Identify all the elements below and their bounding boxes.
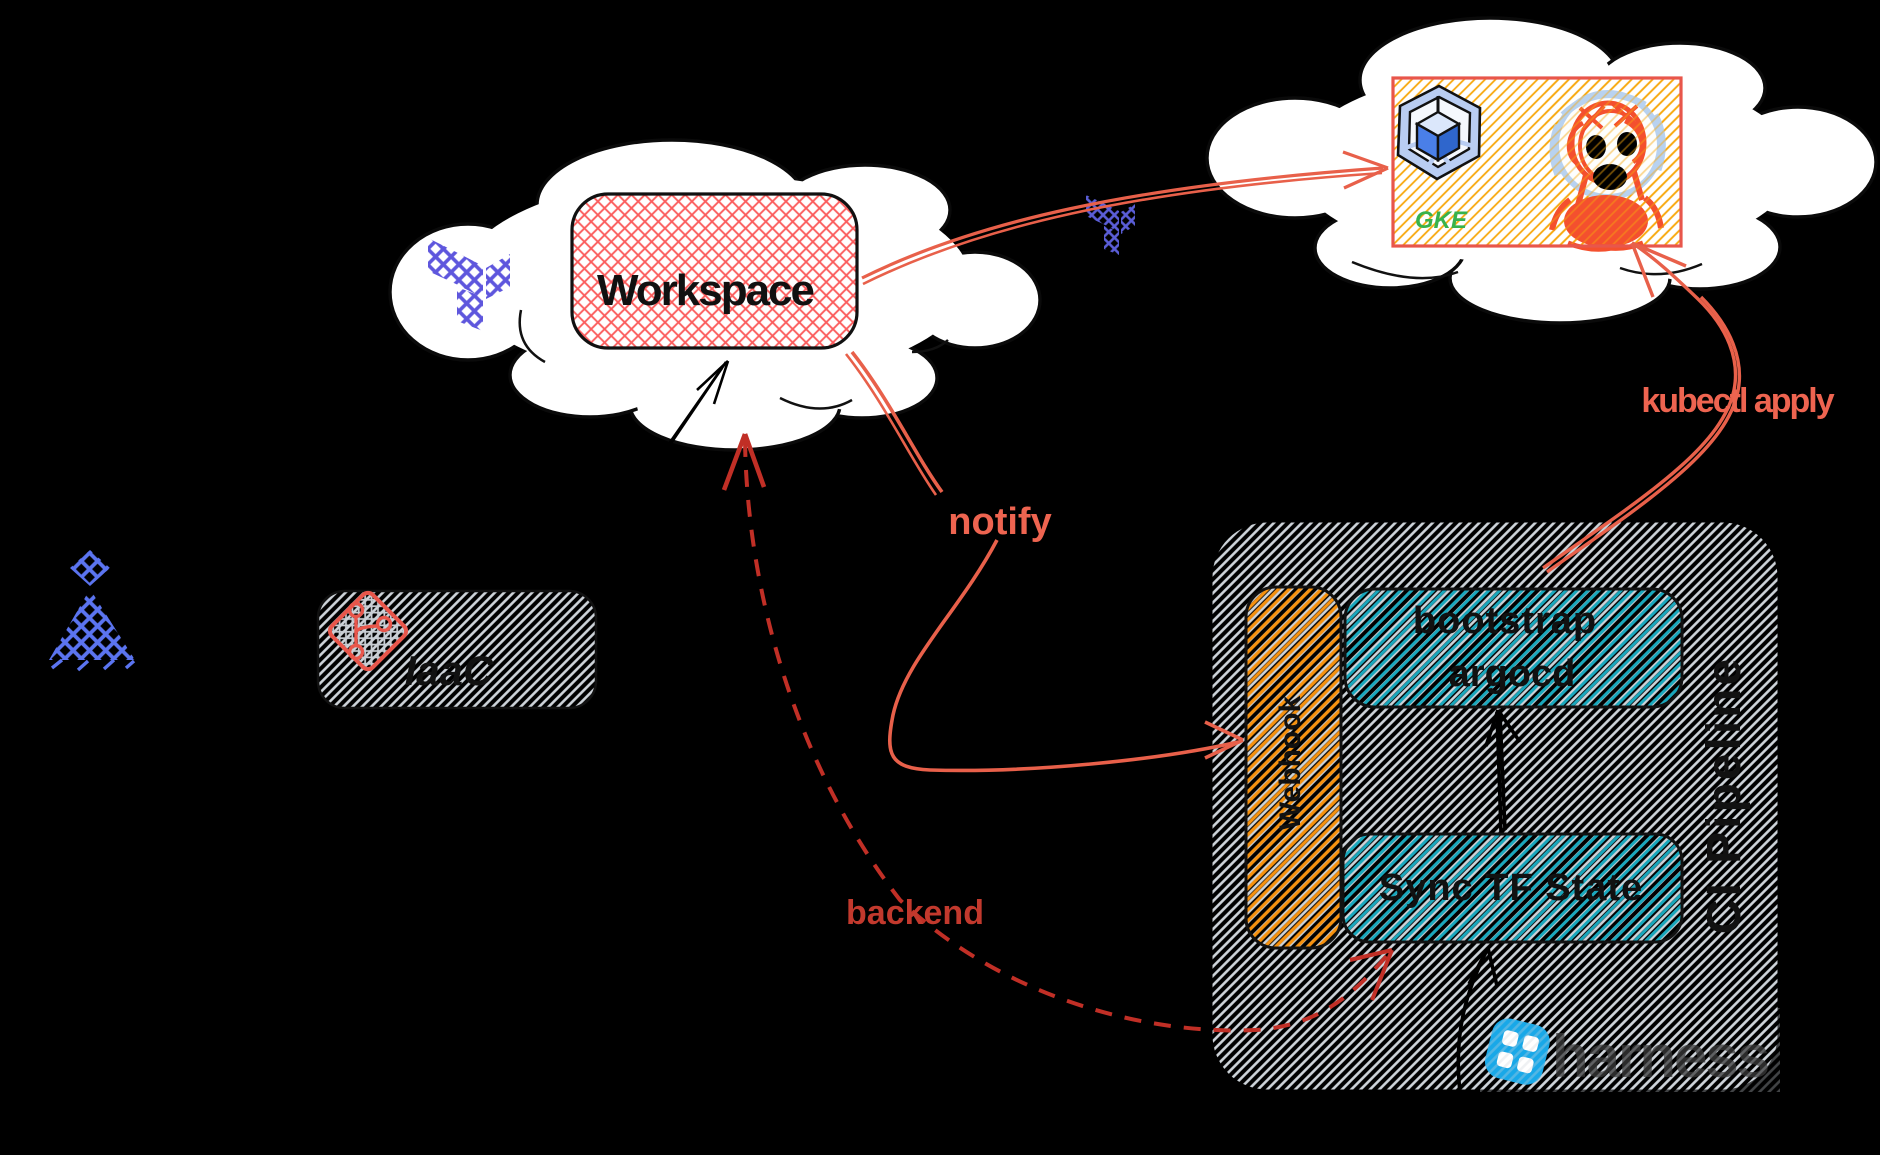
svg-text:backend: backend [846,894,984,932]
svg-text:argocd: argocd [1449,653,1576,695]
svg-text:CI Pipeline: CI Pipeline [1698,656,1751,934]
svg-text:Sync TF State: Sync TF State [1379,867,1643,909]
svg-text:GKE: GKE [1415,207,1468,234]
svg-text:IaaC: IaaC [405,647,494,694]
svg-text:kubectl apply: kubectl apply [1641,382,1834,420]
svg-text:Webhook: Webhook [1274,695,1307,830]
svg-text:Workspace: Workspace [597,266,813,315]
svg-text:notify: notify [948,501,1051,543]
svg-text:bootstrap: bootstrap [1413,600,1597,642]
